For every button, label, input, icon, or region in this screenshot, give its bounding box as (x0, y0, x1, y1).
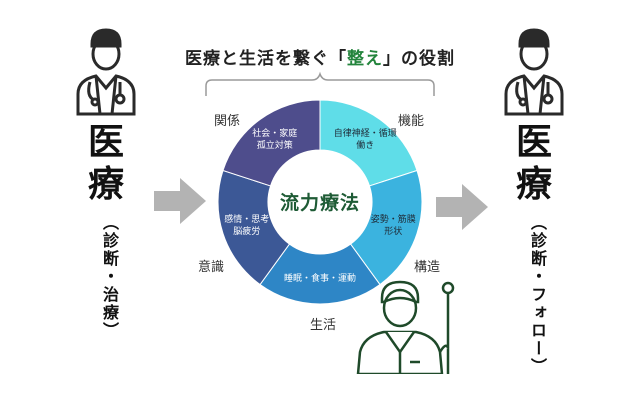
right-arrow-icon (154, 178, 206, 224)
right-medical-label: 医療 (515, 122, 552, 205)
outer-label-awareness: 意識 (198, 260, 225, 275)
left-medical-subtitle: （診断・治療） (100, 214, 119, 340)
medical-staff-icon (356, 280, 455, 374)
donut-segment-label: 姿勢・筋膜形状 (370, 214, 416, 237)
outer-label-function: 機能 (398, 114, 425, 129)
diagram-title: 医療と生活を繋ぐ「整え」の役割 (140, 44, 500, 69)
title-accent: 整え (347, 49, 383, 69)
left-medical-label: 医療 (87, 122, 124, 205)
doctor-icon (504, 28, 564, 116)
title-prefix: 医療と生活を繋ぐ「 (185, 49, 347, 69)
donut-segment-label: 自律神経・循環働き (333, 128, 397, 151)
title-suffix: 」の役割 (383, 49, 455, 69)
outer-label-relations: 関係 (214, 114, 241, 129)
right-medical-subtitle: （診断・フォロー） (528, 214, 547, 376)
donut-hole (268, 150, 372, 254)
donut-segment-label: 睡眠・食事・運動 (283, 274, 357, 284)
right-arrow-icon (436, 184, 488, 230)
outer-label-structure: 構造 (414, 260, 441, 275)
outer-label-life: 生活 (310, 318, 337, 333)
donut-segment-label: 感情・思考脳疲労 (224, 214, 270, 237)
doctor-icon (76, 28, 136, 116)
donut-segment-label: 社会・家庭孤立対策 (252, 128, 298, 151)
center-label: 流力療法 (279, 192, 360, 214)
